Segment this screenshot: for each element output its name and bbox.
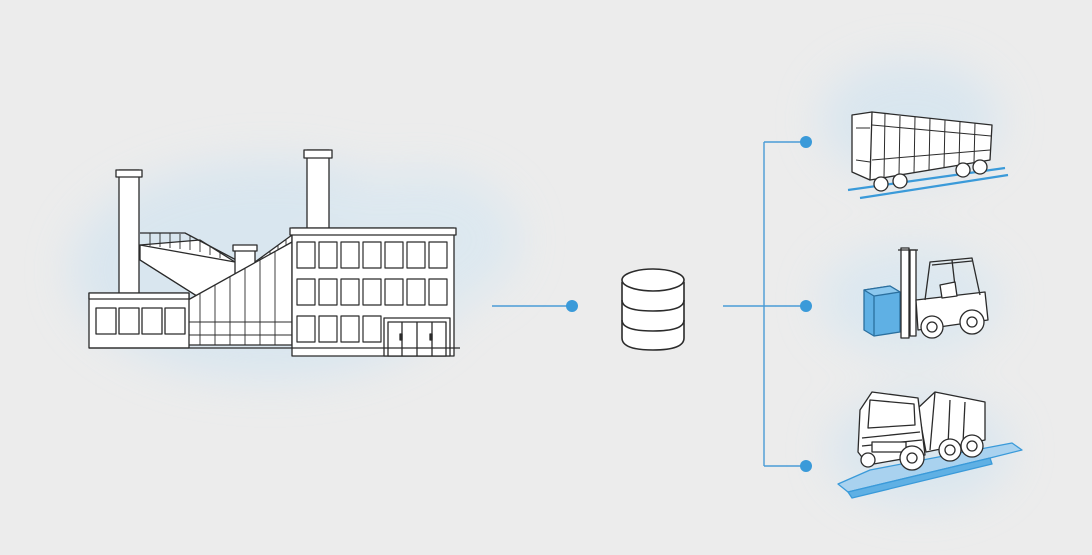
forklift-icon <box>863 247 989 339</box>
railway-wagon-icon <box>847 111 1009 200</box>
factory-icon <box>88 149 460 357</box>
branch-node-railcar <box>800 136 812 148</box>
branch-node-truck <box>800 460 812 472</box>
branch-node-forklift <box>800 300 812 312</box>
database-icon <box>621 268 685 351</box>
connector-factory-database <box>492 300 578 312</box>
connector-database-branches <box>723 141 806 467</box>
dump-truck-on-scale-icon <box>837 391 1023 499</box>
